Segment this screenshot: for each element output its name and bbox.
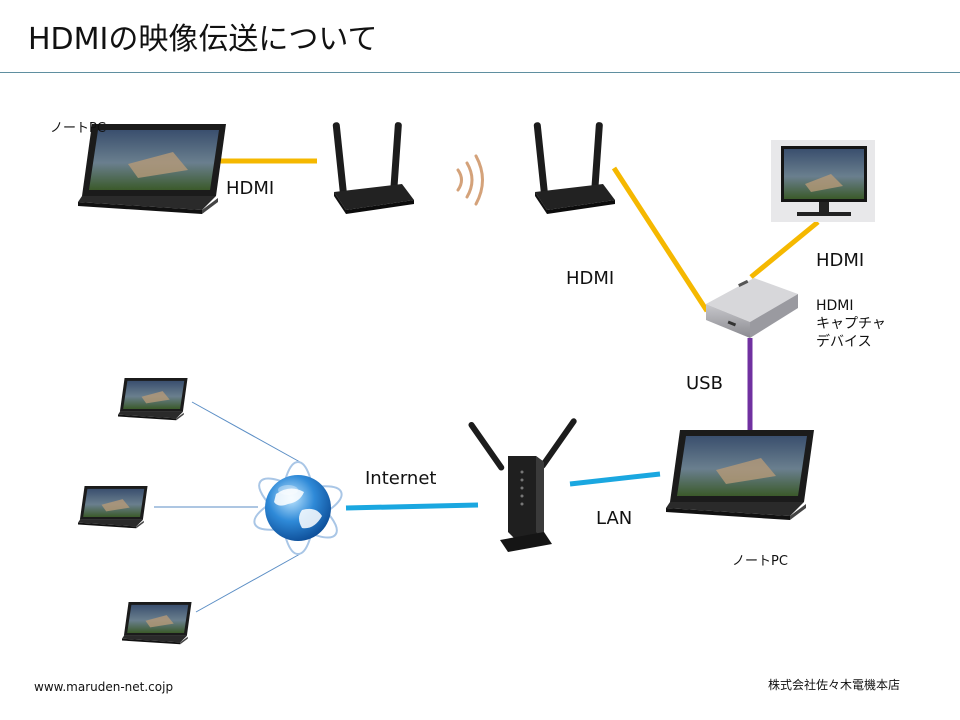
thin-line-1 [191,401,301,463]
wireless-router-left-icon [332,121,414,214]
client-laptop-3-icon [122,602,192,645]
label-hdmi-1: HDMI [226,178,275,199]
hdmi-cable-capture-monitor [749,220,820,279]
title-divider [0,72,960,73]
wireless-signal-icon [456,154,484,206]
monitor-icon [771,140,875,222]
client-laptop-1-icon [118,378,188,421]
lan-router-icon [468,418,577,552]
label-lan: LAN [596,508,633,529]
label-capture-device: HDMI キャプチャ デバイス [816,298,886,350]
lan-cable [569,471,661,487]
capture-device-icon [706,278,798,338]
page-title: HDMIの映像伝送について [28,22,378,57]
label-usb: USB [686,373,723,394]
internet-cable [345,502,479,511]
wireless-router-right-icon [533,121,615,214]
internet-globe-icon [253,461,343,555]
client-laptop-2-icon [78,486,148,529]
label-laptop-top: ノートPC [50,121,106,136]
hdmi-cable-router-capture [611,166,710,313]
laptop-top-icon [78,124,226,214]
thin-line-3 [195,553,301,613]
footer-website: www.maruden-net.cojp [34,680,174,694]
laptop-bottom-icon [666,430,814,520]
label-hdmi-3: HDMI [816,250,865,271]
label-internet: Internet [365,468,437,489]
label-hdmi-2: HDMI [566,268,615,289]
footer-company: 株式会社佐々木電機本店 [768,678,901,692]
label-laptop-bottom: ノートPC [732,554,788,569]
